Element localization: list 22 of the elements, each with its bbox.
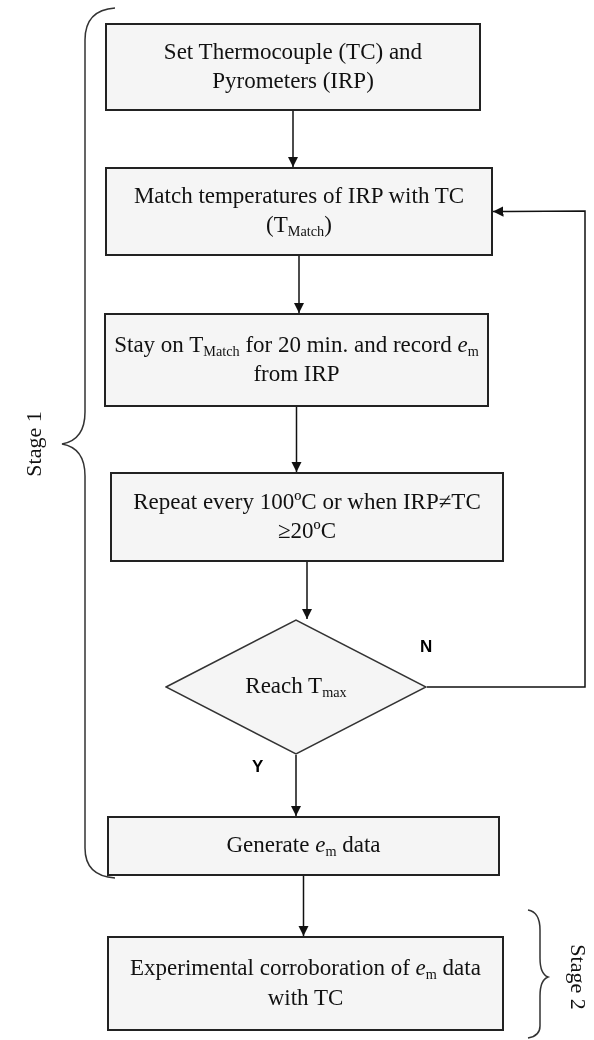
stage-label: Stage 1 (21, 411, 47, 477)
process-box (104, 313, 489, 407)
process-box (105, 167, 493, 256)
arrow (293, 255, 305, 314)
arrow (301, 561, 313, 620)
node-text: Repeat every 100ºC or when IRP≠TC ≥20ºC (132, 488, 482, 545)
process-box (110, 472, 504, 562)
node-text: Generate e$_{m}$ data (225, 831, 382, 861)
node-text: Stay on T$_{Match}$ for 20 min. and record e$_{m}$ from IRP (113, 330, 480, 389)
arrow (298, 875, 309, 937)
stage-label: Stage 2 (565, 944, 591, 1010)
node-text: Experimental corroboration of e$_{m}$ data with TC (129, 954, 482, 1012)
node-text: Set Thermocouple (TC) and Pyrometers (IRP) (162, 38, 424, 95)
process-box (107, 936, 504, 1031)
arrow (291, 406, 302, 473)
arrow (290, 754, 302, 817)
arrow (287, 110, 299, 168)
arrow (426, 206, 586, 688)
node-text: Reach T$_{max}$ (244, 672, 348, 702)
process-box (105, 23, 481, 111)
process-box (107, 816, 500, 876)
node-text: Match temperatures of IRP with TC (T$_{Match}$) (132, 182, 466, 241)
